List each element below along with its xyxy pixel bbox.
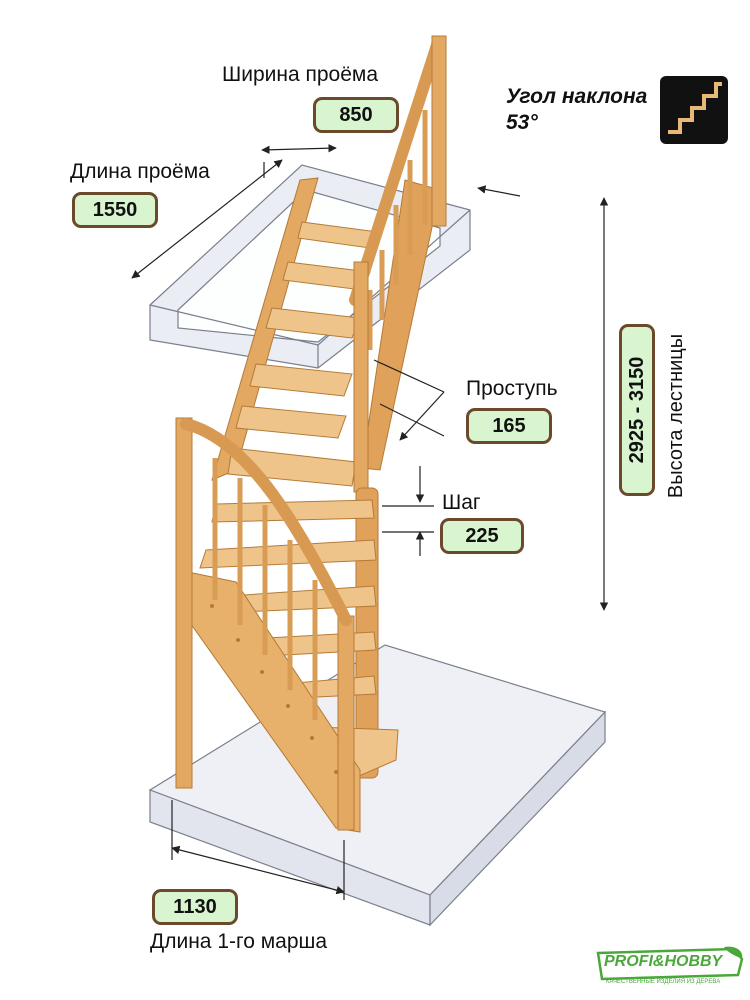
slope-angle-text: Угол наклона bbox=[506, 85, 648, 108]
first-flight-length-value: 1130 bbox=[152, 889, 238, 925]
profi-hobby-logo: PROFI&HOBBY КАЧЕСТВЕННЫЕ ИЗДЕЛИЯ ИЗ ДЕРЕ… bbox=[594, 945, 746, 989]
step-value: 225 bbox=[440, 518, 524, 554]
stair-height-label: Высота лестницы bbox=[665, 333, 687, 499]
slope-angle-label: Угол наклона 53° bbox=[506, 84, 647, 136]
slope-angle-value: 53° bbox=[506, 111, 538, 134]
tread-label: Проступь bbox=[466, 377, 558, 400]
opening-width-value: 850 bbox=[313, 97, 399, 133]
stairs-angle-icon bbox=[660, 76, 728, 144]
first-flight-length-label: Длина 1-го марша bbox=[150, 930, 328, 953]
logo-tagline: КАЧЕСТВЕННЫЕ ИЗДЕЛИЯ ИЗ ДЕРЕВА bbox=[606, 979, 721, 985]
lower-flight bbox=[175, 417, 361, 833]
dimension-lines bbox=[131, 144, 609, 900]
stair-height-value-wrap: 2925 - 3150 bbox=[619, 324, 655, 496]
stair-height-value: 2925 - 3150 bbox=[619, 324, 655, 496]
step-label: Шаг bbox=[442, 491, 481, 514]
opening-length-label: Длина проёма bbox=[70, 160, 210, 183]
tread-value: 165 bbox=[466, 408, 552, 444]
upper-flight bbox=[211, 35, 447, 493]
logo-graphic bbox=[596, 946, 744, 981]
opening-width-label: Ширина проёма bbox=[222, 63, 379, 86]
logo-brand: PROFI&HOBBY bbox=[604, 953, 723, 970]
opening-length-value: 1550 bbox=[72, 192, 158, 228]
